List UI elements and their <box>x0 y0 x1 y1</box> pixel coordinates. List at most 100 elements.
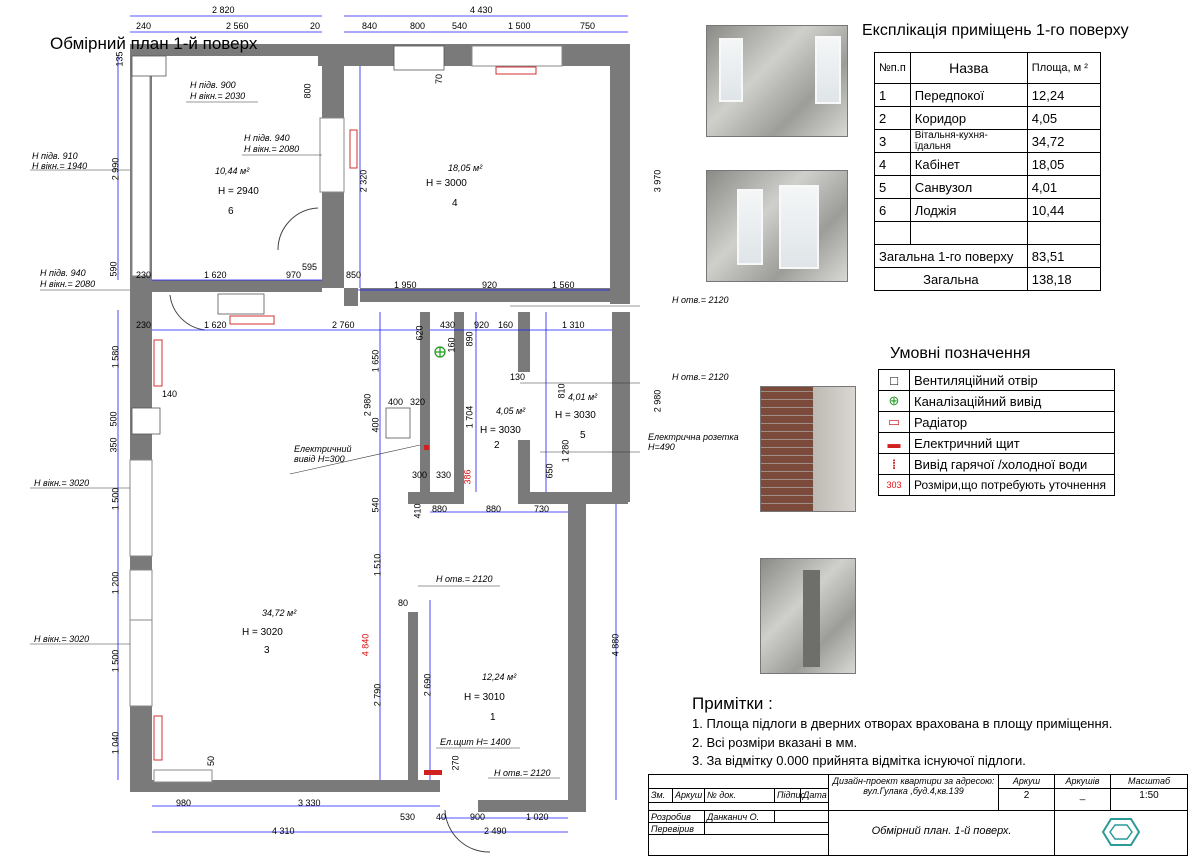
electric-panel-icon: ▬ <box>878 432 910 454</box>
dimension: 800 <box>302 83 313 99</box>
legend-item: □ Вентиляційний отвір <box>878 369 1115 391</box>
legend-text: Каналізаційний вивід <box>909 390 1115 412</box>
dimension: 2 820 <box>212 5 235 15</box>
dimension: 160 <box>498 320 514 330</box>
wall-hall-west <box>408 612 418 780</box>
stamp-sheet: 2 <box>999 789 1055 811</box>
hexagon-logo-icon <box>1101 818 1141 846</box>
dimension: 2 990 <box>110 157 121 181</box>
radiators <box>153 66 537 761</box>
note-item: 3. За відмітку 0.000 прийнята відмітка і… <box>692 753 1026 768</box>
annotation: Н отв.= 2120 <box>436 574 493 584</box>
dimension: 970 <box>286 270 302 280</box>
window-loggia-study <box>319 117 345 193</box>
room-6-number: 6 <box>228 206 234 217</box>
room-1-number: 1 <box>490 712 496 723</box>
room-4-height: Н = 3000 <box>426 178 467 189</box>
row-area: 4,01 <box>1026 175 1101 199</box>
radiator <box>153 339 163 387</box>
total-floor-value: 83,51 <box>1026 244 1101 268</box>
dimension: 1 280 <box>560 439 571 463</box>
wall-south <box>130 780 440 792</box>
legend-item: 303 Розміри,що потребують уточнення <box>878 474 1115 496</box>
wall-east-top <box>610 44 630 304</box>
row-name: Санвузол <box>909 175 1028 199</box>
dimension: 1 650 <box>370 349 381 373</box>
dimension: 50 <box>206 755 217 767</box>
radiator <box>495 66 537 75</box>
dimension: 850 <box>346 270 362 280</box>
dimension: 1 200 <box>110 571 121 595</box>
stamp-project: Дизайн-проект квартири за адресою: вул.Г… <box>829 775 999 811</box>
dimension: 4 880 <box>610 633 621 657</box>
leader-lines <box>30 101 640 779</box>
row-area: 34,72 <box>1026 129 1101 153</box>
annotation: Н отв.= 2120 <box>672 295 729 305</box>
dimension: 750 <box>580 21 596 31</box>
dimension: 890 <box>464 331 475 347</box>
dimension: 70 <box>434 73 445 85</box>
radiator-icon: ▭ <box>878 411 910 433</box>
total-floor-row: Загальна 1-го поверху 83,51 <box>874 244 1101 268</box>
room-5-number: 5 <box>580 430 586 441</box>
dimension: 650 <box>544 463 555 479</box>
electric-panel-icon <box>424 770 442 775</box>
table-row: 4 Кабінет 18,05 <box>874 152 1101 176</box>
door-living <box>169 294 206 331</box>
dimension: 1 500 <box>110 487 121 511</box>
room-3-area: 34,72 м² <box>262 608 297 618</box>
wall-study-south <box>360 288 630 302</box>
window-living-2 <box>129 569 153 621</box>
wall-corner <box>130 292 152 310</box>
site-photo-2 <box>706 170 848 282</box>
window-living-south <box>153 769 213 783</box>
row-num: 2 <box>874 106 911 130</box>
vent-hole <box>393 45 445 71</box>
dimension: 410 <box>412 503 423 519</box>
dimension: 590 <box>108 261 119 277</box>
stamp-checked-label: Перевірив <box>649 823 705 835</box>
row-area: 4,05 <box>1026 106 1101 130</box>
wall-corridor-east <box>454 312 464 492</box>
row-num: 6 <box>874 198 911 222</box>
annotation: Електричний вивід Н=300 <box>294 444 352 464</box>
sewer-icon: ⊕ <box>878 390 910 412</box>
company-logo <box>1055 811 1187 855</box>
window-living-1 <box>129 459 153 557</box>
room-4-area: 18,05 м² <box>448 163 483 173</box>
legend-text: Електричний щит <box>909 432 1115 454</box>
row-num: 3 <box>874 129 911 153</box>
dimension: 1 560 <box>552 280 575 290</box>
note-item: 1. Площа підлоги в дверних отворах врахо… <box>692 716 1113 731</box>
dimension: 4 310 <box>272 826 295 836</box>
annotation: Електрична розетка Н=490 <box>648 432 739 452</box>
annotation: Н вікн.= 3020 <box>34 634 90 644</box>
dimension: 2 690 <box>422 673 433 697</box>
dimension: 4 430 <box>470 5 493 15</box>
dimension: 800 <box>410 21 426 31</box>
floor-plan-drawing <box>30 15 640 853</box>
dimension: 1 500 <box>508 21 531 31</box>
stamp-scale: 1:50 <box>1111 789 1187 811</box>
stamp-sheet-label: Аркуш <box>999 775 1055 789</box>
radiator <box>349 129 358 169</box>
stamp-col-label: Дата <box>801 789 829 803</box>
stamp-drawing-title: Обмірний план. 1-й поверх. <box>829 811 1055 855</box>
wall-north-loggia <box>130 44 322 56</box>
fixtures <box>131 45 446 775</box>
header-name: Назва <box>909 52 1028 84</box>
row-area: 12,24 <box>1026 83 1101 107</box>
dimension: 1 580 <box>110 345 121 369</box>
row-area: 10,44 <box>1026 198 1101 222</box>
dimension: 1 500 <box>110 649 121 673</box>
dimension: 330 <box>436 470 452 480</box>
room-4-number: 4 <box>452 198 458 209</box>
dimension: 2 760 <box>332 320 355 330</box>
header-num: №п.п <box>874 52 911 84</box>
row-name: Кабінет <box>909 152 1028 176</box>
dimension: 20 <box>310 21 321 31</box>
stamp-scale-label: Масштаб <box>1111 775 1187 789</box>
dimension: 130 <box>510 372 526 382</box>
window-living-3 <box>129 619 153 707</box>
dimension: 160 <box>446 337 457 353</box>
